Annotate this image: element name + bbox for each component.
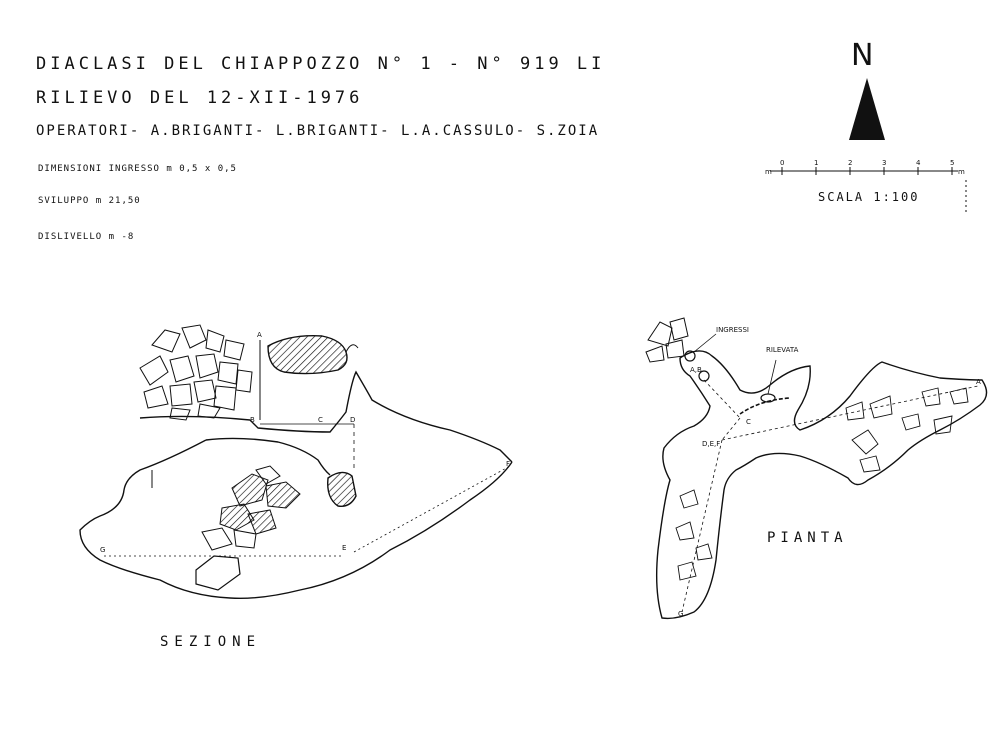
- development-length: SVILUPPO m 21,50: [38, 196, 141, 206]
- plan-label-entrances: INGRESSI: [716, 326, 749, 334]
- section-drawing: [79, 324, 513, 599]
- scale-label: SCALA 1:100: [818, 190, 920, 204]
- plan-title: PIANTA: [767, 530, 848, 546]
- plan-label-ab: A,B: [690, 366, 702, 374]
- scale-tick-m-right: m: [958, 168, 965, 176]
- section-point-e: E: [342, 544, 346, 552]
- plan-label-c: C: [746, 418, 751, 426]
- scale-bar: [770, 167, 967, 215]
- section-point-a: A: [257, 331, 262, 339]
- scale-tick-0: 0: [780, 159, 784, 167]
- plan-label-g: G: [678, 610, 683, 618]
- scale-tick-5: 5: [950, 159, 954, 167]
- scale-tick-1: 1: [814, 159, 818, 167]
- operators: OPERATORI- A.BRIGANTI- L.BRIGANTI- L.A.C…: [36, 123, 600, 139]
- north-arrow-icon: [849, 78, 885, 140]
- section-point-b: B: [250, 416, 255, 424]
- section-point-f: F: [506, 460, 510, 468]
- plan-label-station: RILEVATA: [766, 346, 799, 354]
- scale-tick-2: 2: [848, 159, 852, 167]
- plan-label-a: A: [976, 378, 981, 386]
- vertical-drop: DISLIVELLO m -8: [38, 232, 135, 242]
- north-label: N: [851, 38, 874, 73]
- scale-tick-4: 4: [916, 159, 921, 167]
- scale-tick-m-left: m: [765, 168, 772, 176]
- surface-rock-blocks: [139, 324, 253, 421]
- scale-tick-3: 3: [882, 159, 886, 167]
- entrance-dimensions: DIMENSIONI INGRESSO m 0,5 x 0,5: [38, 164, 237, 174]
- section-point-d: D: [350, 416, 355, 424]
- section-point-g: G: [100, 546, 105, 554]
- cave-title: DIACLASI DEL CHIAPPOZZO N° 1 - N° 919 LI: [36, 54, 606, 74]
- plan-drawing: [645, 317, 988, 620]
- plan-label-def: D,E,F: [702, 440, 720, 448]
- survey-date: RILIEVO DEL 12-XII-1976: [36, 88, 364, 108]
- section-title: SEZIONE: [160, 634, 262, 650]
- section-point-c: C: [318, 416, 323, 424]
